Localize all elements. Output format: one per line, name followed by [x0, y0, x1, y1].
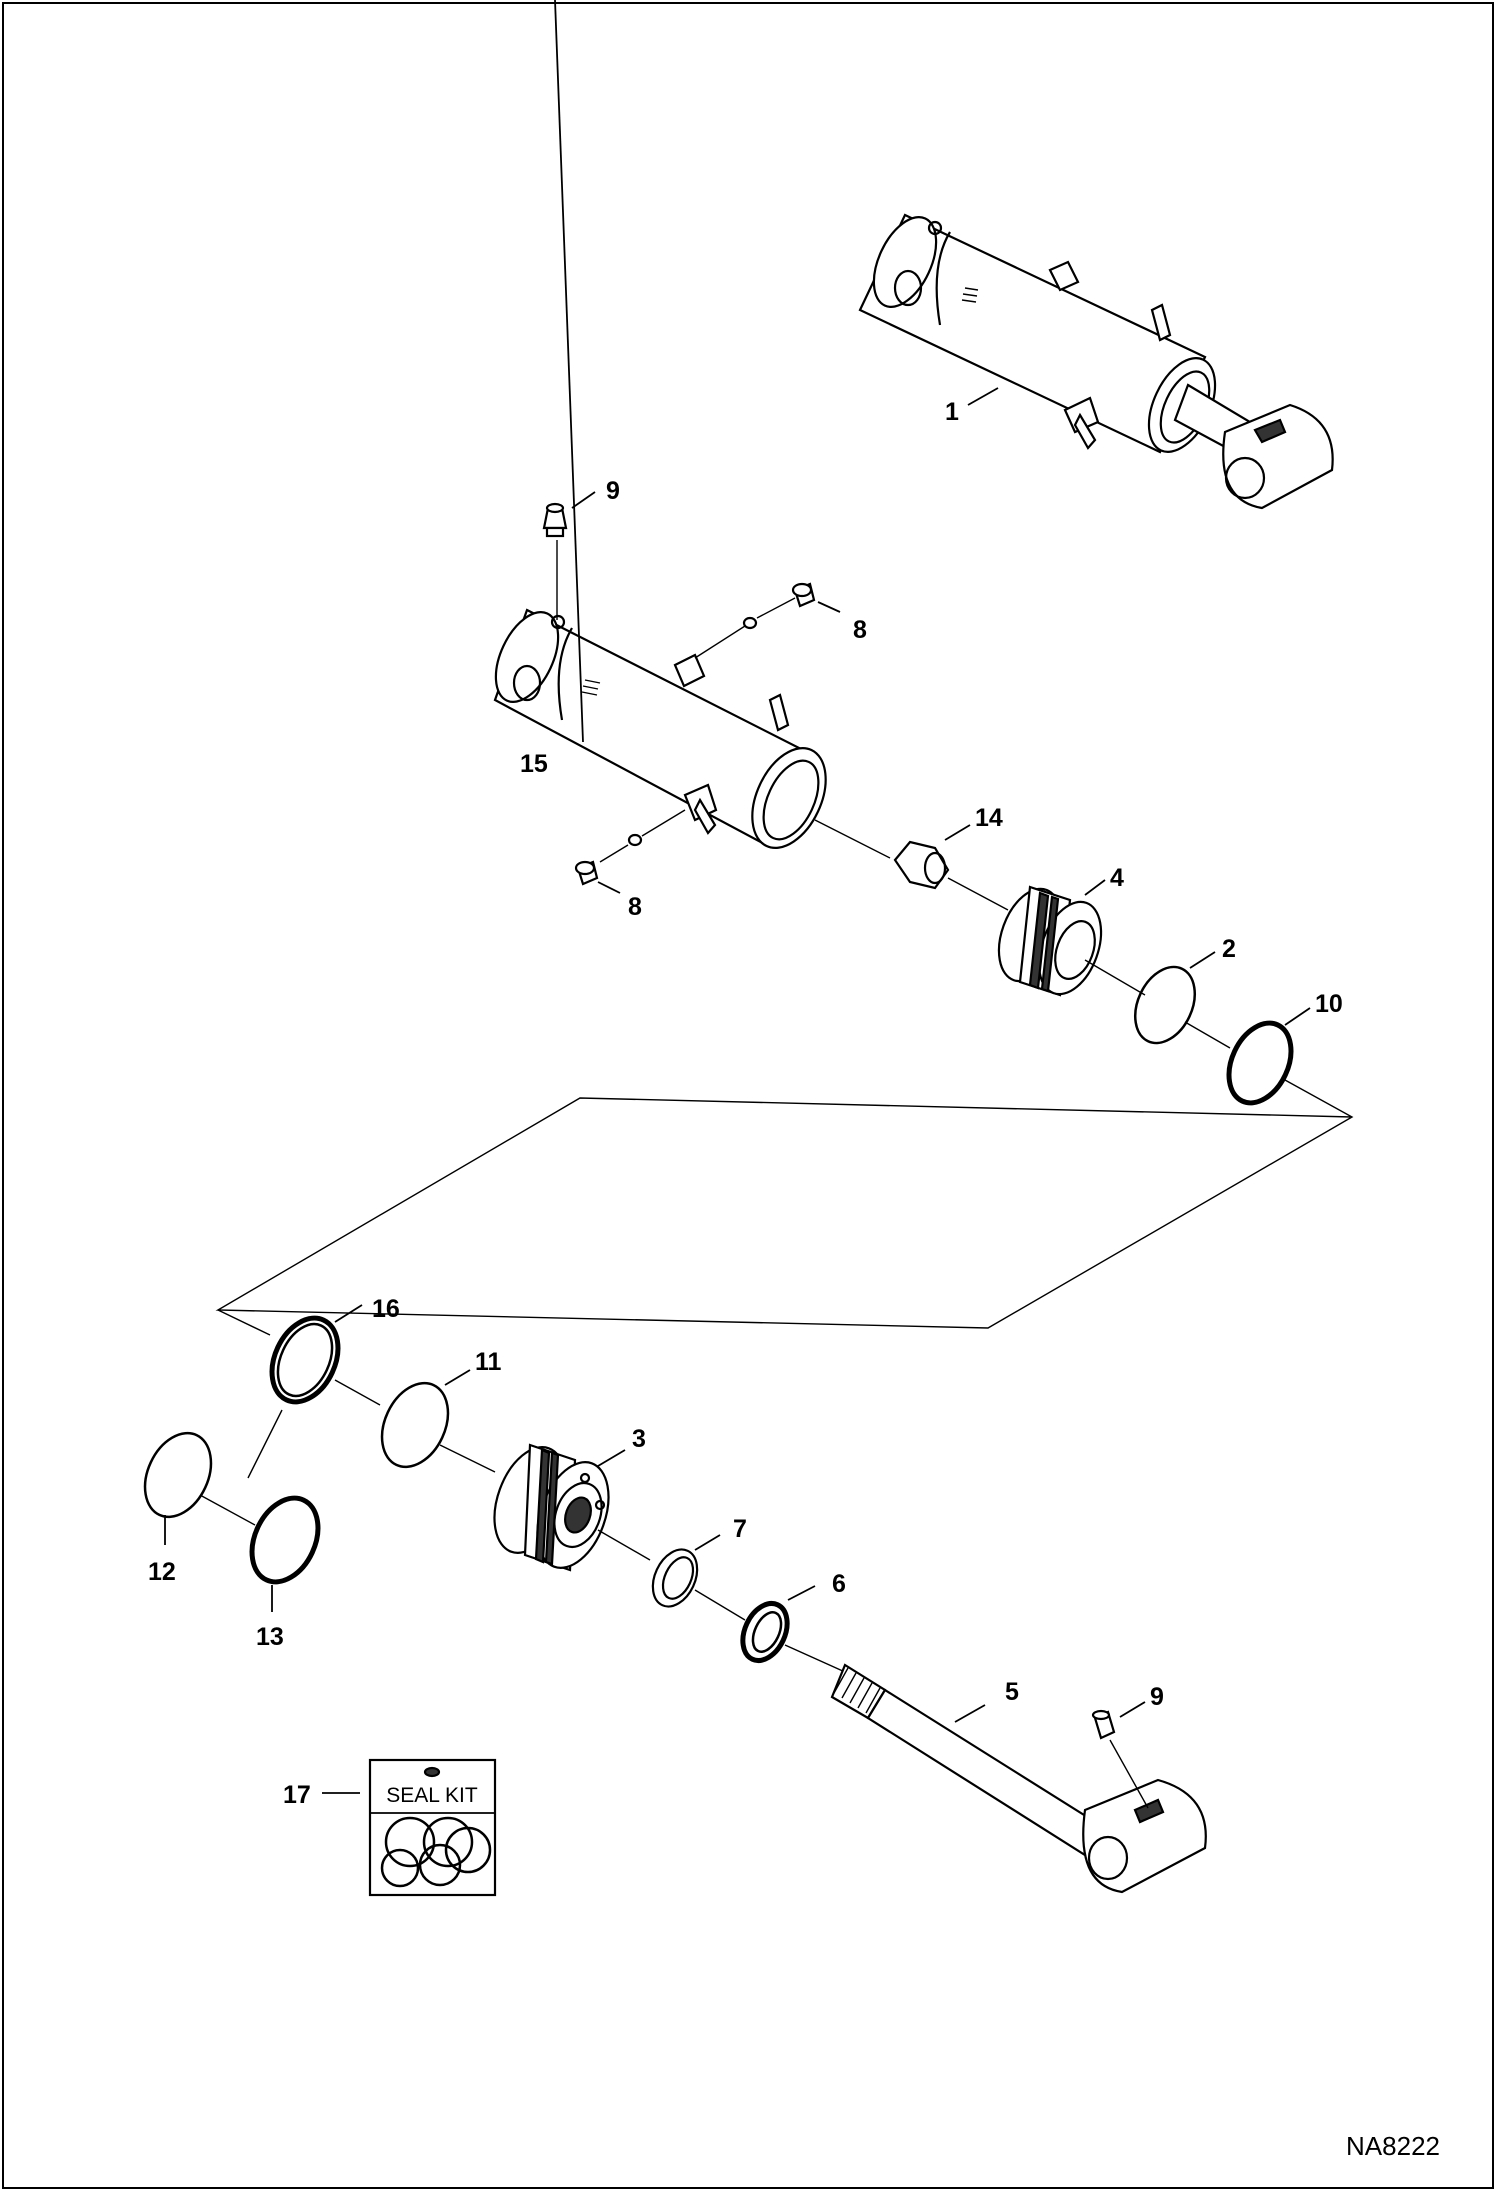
- assembly-leader-lines: [215, 1079, 1354, 1329]
- callout-6: 6: [832, 1570, 846, 1598]
- callout-4: 4: [1110, 864, 1124, 892]
- callout-3: 3: [632, 1425, 646, 1453]
- callout-14: 14: [975, 804, 1003, 832]
- part-15-barrel[interactable]: [483, 603, 840, 860]
- part-17-seal-kit[interactable]: SEAL KIT: [368, 1758, 497, 1897]
- callout-15: 15: [520, 750, 548, 778]
- callout-10: 10: [1315, 990, 1343, 1018]
- part-10-seal-ring[interactable]: [1217, 1013, 1303, 1113]
- callout-9-bottom: 9: [1150, 1683, 1164, 1711]
- part-16-wear-ring[interactable]: [259, 1307, 351, 1412]
- callout-16: 16: [372, 1295, 400, 1323]
- part-7-rod-seal[interactable]: [644, 1542, 706, 1613]
- callout-2: 2: [1222, 935, 1236, 963]
- callout-12: 12: [148, 1558, 176, 1586]
- callout-7: 7: [733, 1515, 747, 1543]
- part-12-o-ring[interactable]: [132, 1422, 224, 1527]
- part-3-gland[interactable]: [481, 1437, 622, 1577]
- part-8-plug-upper[interactable]: [742, 582, 816, 630]
- callout-8-upper: 8: [853, 616, 867, 644]
- callout-8-lower: 8: [628, 893, 642, 921]
- part-4-piston[interactable]: [987, 880, 1112, 1002]
- part-1-cylinder-assembly[interactable]: [858, 208, 1334, 510]
- part-9-grease-fitting-bottom[interactable]: [1091, 1709, 1116, 1740]
- figure-id: NA8222: [1346, 2131, 1440, 2161]
- callout-9-top: 9: [606, 477, 620, 505]
- part-2-o-ring[interactable]: [1124, 957, 1207, 1052]
- callout-11: 11: [475, 1348, 502, 1376]
- part-6-wiper-seal[interactable]: [734, 1596, 796, 1667]
- part-11-o-ring[interactable]: [369, 1372, 461, 1477]
- callout-17: 17: [283, 1781, 311, 1809]
- callout-1: 1: [945, 398, 959, 426]
- part-13-backup-ring[interactable]: [239, 1487, 331, 1592]
- part-8-plug-lower[interactable]: [574, 833, 643, 886]
- seal-kit-label: SEAL KIT: [386, 1784, 478, 1807]
- part-9-grease-fitting-top[interactable]: [542, 502, 568, 538]
- callout-5: 5: [1005, 1678, 1019, 1706]
- part-14-nut[interactable]: [893, 840, 950, 890]
- callout-13: 13: [256, 1623, 284, 1651]
- part-5-rod[interactable]: [830, 1663, 1207, 1894]
